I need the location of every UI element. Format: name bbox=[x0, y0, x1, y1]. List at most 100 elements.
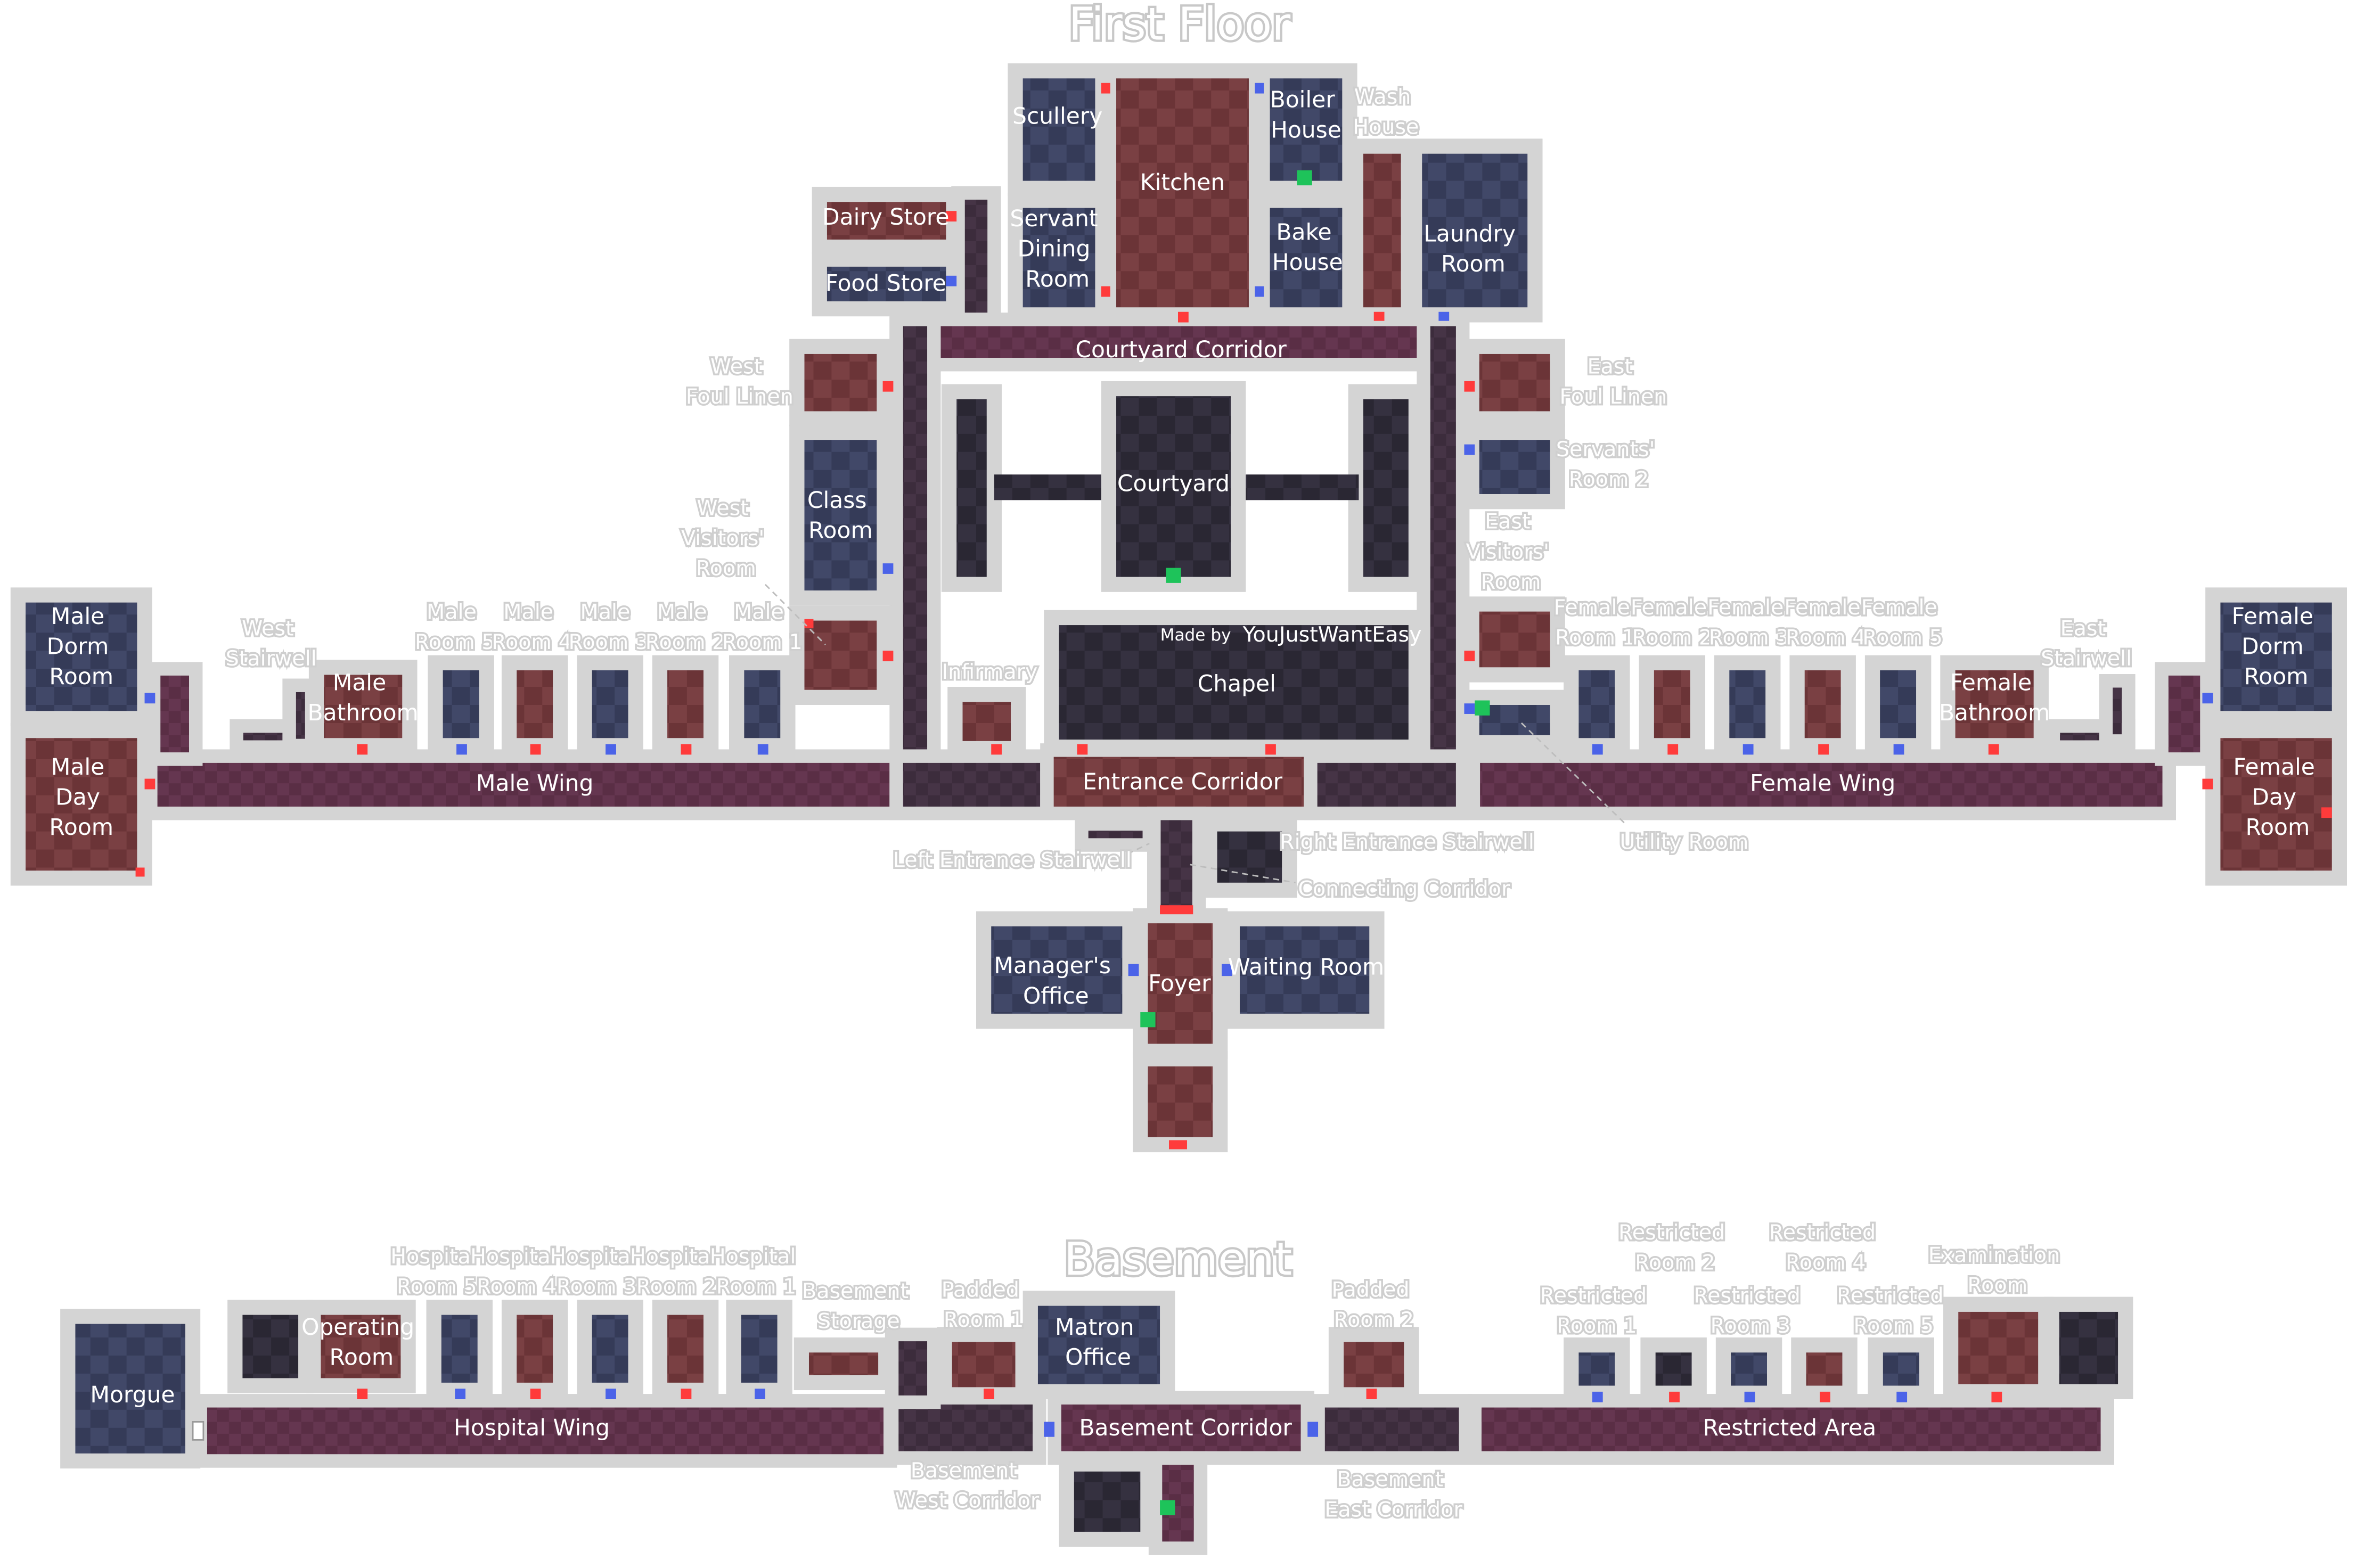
female-day-line-2: Day bbox=[2252, 784, 2296, 810]
female-room-2-line-2: Room 2 bbox=[1632, 625, 1713, 650]
restricted-room-2-label: Restricted Room 2 bbox=[1618, 1220, 1732, 1275]
door-marker bbox=[1265, 744, 1276, 755]
east-stairwell-line-1: East bbox=[2060, 616, 2106, 641]
basement-west-corridor-line-2: West Corridor bbox=[895, 1488, 1040, 1513]
basement-west-stem bbox=[885, 1327, 941, 1409]
morgue-label: Morgue bbox=[90, 1382, 175, 1408]
hospital-room-5-label: Hospital Room 5 bbox=[390, 1244, 483, 1299]
male-day-line-1: Male bbox=[51, 754, 104, 780]
chapel-room bbox=[1044, 610, 1424, 755]
door-marker bbox=[1464, 444, 1475, 455]
door-marker bbox=[1592, 1391, 1603, 1402]
door-marker bbox=[144, 693, 156, 704]
laundry-room-line-2: Room bbox=[1441, 251, 1506, 277]
male-dorm-line-2: Dorm bbox=[47, 634, 109, 660]
servants-room-2-line-2: Room 2 bbox=[1569, 467, 1649, 491]
bake-house-line-1: Bake bbox=[1276, 219, 1331, 245]
female-bathroom-line-2: Bathroom bbox=[1939, 700, 2050, 726]
female-wing bbox=[1466, 749, 2176, 820]
start-markers bbox=[1140, 170, 1490, 1515]
laundry-room bbox=[1406, 138, 1543, 323]
door-marker bbox=[357, 744, 368, 755]
chapel-label: Chapel bbox=[1198, 671, 1276, 697]
male-room-4-line-1: Male bbox=[503, 600, 553, 624]
female-room-1 bbox=[1564, 655, 1630, 753]
restricted-room-3 bbox=[1715, 1337, 1782, 1401]
female-dorm-line-2: Dorm bbox=[2242, 634, 2304, 660]
female-room-4-line-1: Female bbox=[1784, 595, 1860, 619]
green-marker bbox=[1160, 1500, 1175, 1515]
hospital-room-2-label: Hospital Room 2 bbox=[630, 1244, 723, 1299]
north-connector-corridor bbox=[951, 186, 1001, 332]
credit-prefix: Made by bbox=[1160, 626, 1231, 645]
door-marker bbox=[144, 778, 156, 790]
infirmary-room bbox=[947, 687, 1026, 757]
door-marker bbox=[946, 275, 957, 286]
scullery-room bbox=[1008, 63, 1110, 196]
restricted-room-5-line-1: Restricted bbox=[1837, 1283, 1943, 1308]
leader-lines bbox=[764, 584, 1627, 884]
door-marker bbox=[681, 744, 692, 755]
west-stairwell-line-1: West bbox=[242, 616, 293, 641]
door-marker bbox=[1893, 744, 1904, 755]
first-floor-corridors bbox=[144, 186, 2214, 920]
hospital-room-3-line-1: Hospital bbox=[550, 1244, 636, 1269]
male-room-3 bbox=[577, 655, 643, 753]
restricted-room-1 bbox=[1564, 1337, 1630, 1401]
left-entrance-stairwell-label: Left Entrance Stairwell bbox=[893, 848, 1132, 873]
operating-room-label: Operating Room bbox=[301, 1315, 422, 1371]
west-visitors-label: West Visitors' Room bbox=[681, 496, 771, 580]
door-marker bbox=[804, 619, 814, 628]
door-marker bbox=[1744, 1391, 1755, 1402]
male-bathroom-line-2: Bathroom bbox=[308, 700, 419, 726]
servant-dining-line-1: Servant bbox=[1010, 206, 1098, 232]
class-room-label: Class Room bbox=[807, 488, 874, 544]
male-room-1-label: Male Room 1 bbox=[722, 600, 803, 654]
hospital-wing-label: Hospital Wing bbox=[454, 1415, 610, 1441]
basement-storage-room bbox=[793, 1337, 894, 1391]
restricted-room-1-line-1: Restricted bbox=[1540, 1283, 1647, 1308]
hospital-room-2-line-1: Hospital bbox=[630, 1244, 716, 1269]
bake-house-label: Bake House bbox=[1272, 219, 1343, 276]
food-store-label: Food Store bbox=[825, 270, 946, 297]
male-day-line-2: Day bbox=[55, 784, 100, 810]
door-marker bbox=[1991, 1391, 2002, 1402]
door-marker bbox=[2321, 807, 2332, 818]
door-marker bbox=[1366, 1389, 1377, 1400]
connecting-corridor-label: Connecting Corridor bbox=[1298, 876, 1510, 901]
east-visitors-line-3: Room bbox=[1481, 569, 1541, 594]
door-marker bbox=[991, 744, 1002, 755]
infirmary-label: Infirmary bbox=[942, 660, 1037, 684]
green-marker bbox=[1297, 170, 1312, 186]
female-room-1-line-2: Room 1 bbox=[1555, 625, 1635, 650]
female-day-room bbox=[2205, 723, 2347, 886]
padded-room-2 bbox=[1328, 1327, 1419, 1402]
operating-room-line-1: Operating bbox=[301, 1315, 414, 1341]
basement-west-corridor-line-1: Basement bbox=[911, 1458, 1017, 1482]
servant-dining-label: Servant Dining Room bbox=[1010, 206, 1105, 292]
restricted-room-4-line-2: Room 4 bbox=[1786, 1250, 1866, 1275]
door-marker bbox=[455, 1389, 466, 1400]
servant-dining-line-2: Dining bbox=[1018, 236, 1091, 262]
west-stairwell-line-2: Stairwell bbox=[226, 646, 317, 671]
east-stairwell-label: East Stairwell bbox=[2041, 616, 2132, 671]
laundry-room-line-1: Laundry bbox=[1424, 221, 1516, 247]
restricted-room-2-line-2: Room 2 bbox=[1635, 1250, 1715, 1275]
courtyard-west-arm bbox=[941, 384, 1002, 592]
male-room-5-line-1: Male bbox=[427, 600, 477, 624]
leader-line bbox=[764, 584, 827, 645]
door-marker bbox=[755, 1389, 765, 1400]
padded-room-1-line-2: Room 1 bbox=[944, 1307, 1024, 1332]
east-stairwell-line-2: Stairwell bbox=[2041, 646, 2132, 671]
credit-author: YouJustWantEasy bbox=[1242, 622, 1422, 646]
door-marker bbox=[1464, 703, 1475, 714]
leader-line bbox=[1117, 842, 1150, 859]
padded-room-2-line-2: Room 2 bbox=[1334, 1307, 1414, 1332]
male-dorm-line-3: Room bbox=[49, 664, 113, 690]
laundry-room-label: Laundry Room bbox=[1424, 221, 1523, 277]
wash-house-room bbox=[1348, 138, 1416, 323]
female-day-label: Female Day Room bbox=[2233, 754, 2322, 840]
female-bathroom-line-1: Female bbox=[1950, 670, 2032, 696]
door-marker bbox=[1222, 964, 1232, 976]
door-marker bbox=[1169, 1140, 1187, 1150]
